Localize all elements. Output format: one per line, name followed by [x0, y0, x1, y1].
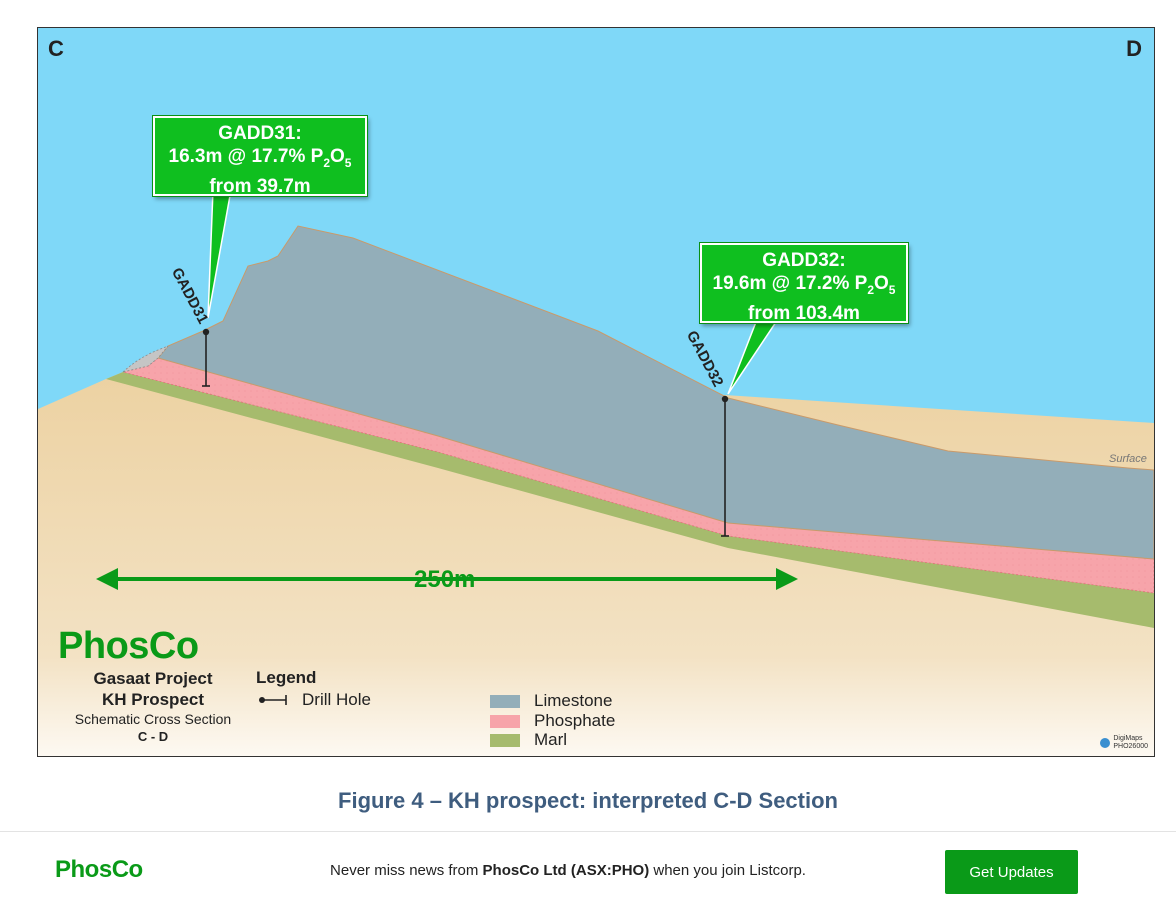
marl-swatch: [490, 733, 520, 747]
figure-caption: Figure 4 – KH prospect: interpreted C-D …: [338, 788, 838, 813]
cross-section-diagram: C D GADD31: 16.3m @ 17.7% P2O5 from 39.7…: [37, 27, 1155, 757]
callout-gadd32: GADD32: 19.6m @ 17.2% P2O5 from 103.4m: [700, 243, 908, 324]
company-name: PhosCo Ltd (ASX:PHO): [482, 862, 650, 879]
scale-arrow: [96, 568, 798, 590]
callout-gadd31: GADD31: 16.3m @ 17.7% P2O5 from 39.7m: [153, 116, 367, 197]
callout-gadd31-title: GADD31:: [218, 123, 302, 144]
phosphate-swatch: [490, 714, 520, 728]
legend-drill-hole: Drill Hole: [258, 690, 371, 710]
scree-deposit: [121, 345, 169, 373]
footer-phosco-logo[interactable]: PhosCo: [55, 856, 143, 883]
legend-phosphate: Phosphate: [490, 711, 615, 731]
section-end-label: D: [1126, 36, 1142, 61]
callout-gadd32-title: GADD32:: [762, 250, 846, 271]
cross-section-graphic: [38, 28, 1154, 756]
surface-label: Surface: [1109, 453, 1147, 465]
drill-hole-symbol-icon: [259, 695, 287, 705]
footer-bar: PhosCo Never miss news from PhosCo Ltd (…: [0, 831, 1176, 901]
phosco-logo: PhosCo: [58, 625, 199, 667]
project-name: Gasaat Project: [93, 669, 213, 688]
callout-gadd31-depth: from 39.7m: [209, 175, 311, 197]
prospect-name: KH Prospect: [101, 690, 205, 709]
footer-message: Never miss news from PhosCo Ltd (ASX:PHO…: [330, 862, 806, 879]
map-credit: DigiMaps PHO26000: [1100, 735, 1148, 751]
callout-gadd32-depth: from 103.4m: [748, 302, 860, 324]
scale-label: 250m: [414, 566, 476, 593]
limestone-swatch: [490, 694, 520, 708]
callout-gadd31-grade: 16.3m @ 17.7% P2O5: [168, 146, 352, 170]
get-updates-button[interactable]: Get Updates: [945, 850, 1078, 894]
section-start-label: C: [48, 36, 64, 61]
drill-hole-gadd31: [202, 328, 210, 387]
title-block: Gasaat Project KH Prospect Schematic Cro…: [48, 668, 258, 746]
callout-gadd32-grade: 19.6m @ 17.2% P2O5: [712, 273, 896, 297]
legend-marl: Marl: [490, 730, 567, 750]
section-type: Schematic Cross Section: [74, 711, 232, 727]
limestone-layer: [157, 225, 1154, 560]
legend-title: Legend: [256, 668, 317, 687]
drill-hole-gadd32: [721, 395, 729, 537]
section-id: C - D: [137, 729, 169, 744]
legend-limestone: Limestone: [490, 691, 612, 711]
globe-icon: [1100, 738, 1111, 748]
